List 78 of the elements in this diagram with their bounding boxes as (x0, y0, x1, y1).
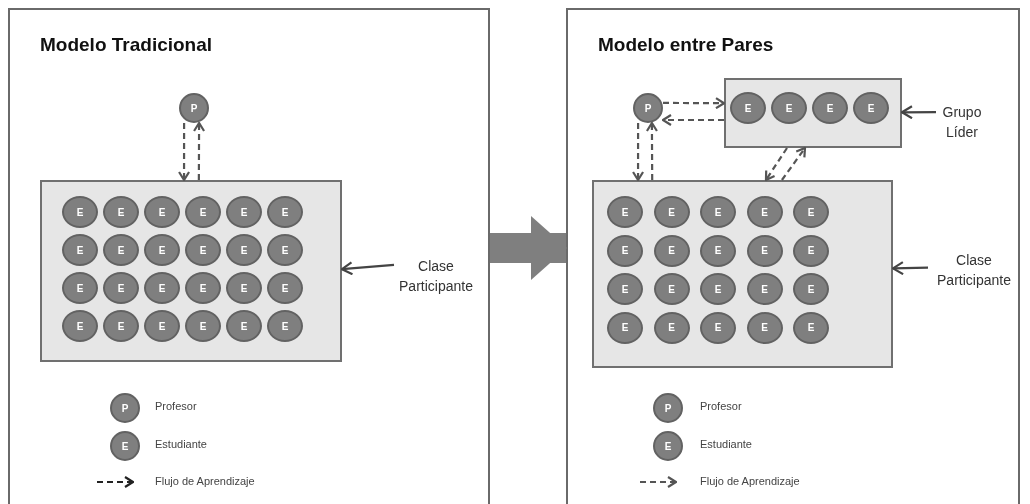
student-circle: E (62, 234, 98, 266)
student-circle: E (185, 196, 221, 228)
student-circle: E (812, 92, 848, 124)
student-circle: E (793, 234, 829, 267)
arrow (192, 121, 206, 180)
student-circle: E (103, 272, 139, 304)
student-circle: E (746, 273, 783, 305)
student-circle: E (607, 196, 643, 228)
legend-text: Flujo de Aprendizaje (700, 475, 800, 487)
student-circle: E (62, 272, 98, 304)
class-box (592, 180, 893, 368)
student-circle: E (185, 310, 221, 342)
arrow (177, 123, 191, 182)
student-circle: E (853, 92, 889, 124)
legend-text: Profesor (155, 400, 197, 412)
student-circle: E (653, 234, 690, 267)
student-circle: E (226, 196, 262, 228)
student-circle: E (185, 234, 221, 266)
student-circle: E (185, 272, 221, 304)
class-box (40, 180, 342, 362)
student-circle: E (267, 234, 303, 266)
student-circle: E (653, 196, 690, 228)
student-circle: E (103, 310, 139, 342)
student-circle: E (746, 311, 783, 344)
teacher-circle: P (633, 93, 663, 123)
arrow (891, 261, 929, 276)
student-circle: E (144, 310, 180, 342)
student-circle: E (700, 311, 736, 344)
student-circle: E (607, 234, 643, 267)
student-circle: E (103, 196, 139, 228)
student-circle: E (267, 272, 303, 304)
student-circle: E (62, 310, 98, 342)
arrow (900, 105, 936, 120)
legend-text: Estudiante (700, 438, 752, 450)
student-circle: E (62, 196, 98, 228)
student-circle: E (267, 310, 303, 342)
panel (8, 8, 490, 504)
student-circle: E (144, 272, 180, 304)
side-label: Clase Participante (928, 250, 1020, 294)
block-arrow (490, 216, 567, 280)
student-circle: E (793, 196, 829, 228)
student-circle: E (746, 196, 783, 228)
student-circle: E (226, 234, 262, 266)
panel-title: Modelo entre Pares (598, 34, 774, 56)
teacher-circle: P (179, 93, 209, 123)
student-circle: E (267, 196, 303, 228)
arrow (645, 121, 659, 180)
student-circle: E (700, 196, 736, 228)
side-label: Grupo Líder (936, 102, 988, 146)
student-circle: E (226, 272, 262, 304)
group-box (724, 78, 902, 148)
legend-text: Profesor (700, 400, 742, 412)
student-circle: E (746, 234, 783, 267)
arrow (663, 97, 726, 110)
student-circle: E (653, 273, 690, 305)
student-circle: E (793, 273, 829, 305)
student-circle: E (607, 273, 643, 305)
arrow (781, 146, 807, 181)
arrow (631, 123, 645, 182)
student-circle: E (771, 92, 807, 124)
student-circle: E (730, 92, 766, 124)
student-circle: E (793, 311, 829, 344)
panel-title: Modelo Tradicional (40, 34, 213, 56)
student-circle: E (144, 234, 180, 266)
student-circle: E (700, 273, 736, 305)
side-label: Clase Participante (394, 256, 478, 300)
student-circle: E (103, 234, 139, 266)
student-circle: E (607, 311, 643, 344)
legend-text: Estudiante (155, 438, 207, 450)
student-circle: E (700, 234, 736, 267)
panel (566, 8, 1020, 504)
arrow (661, 113, 724, 127)
arrow (764, 147, 788, 182)
arrow (340, 261, 395, 276)
legend-text: Flujo de Aprendizaje (155, 475, 255, 487)
student-circle: E (653, 311, 690, 344)
student-circle: E (144, 196, 180, 228)
student-circle: E (226, 310, 262, 342)
